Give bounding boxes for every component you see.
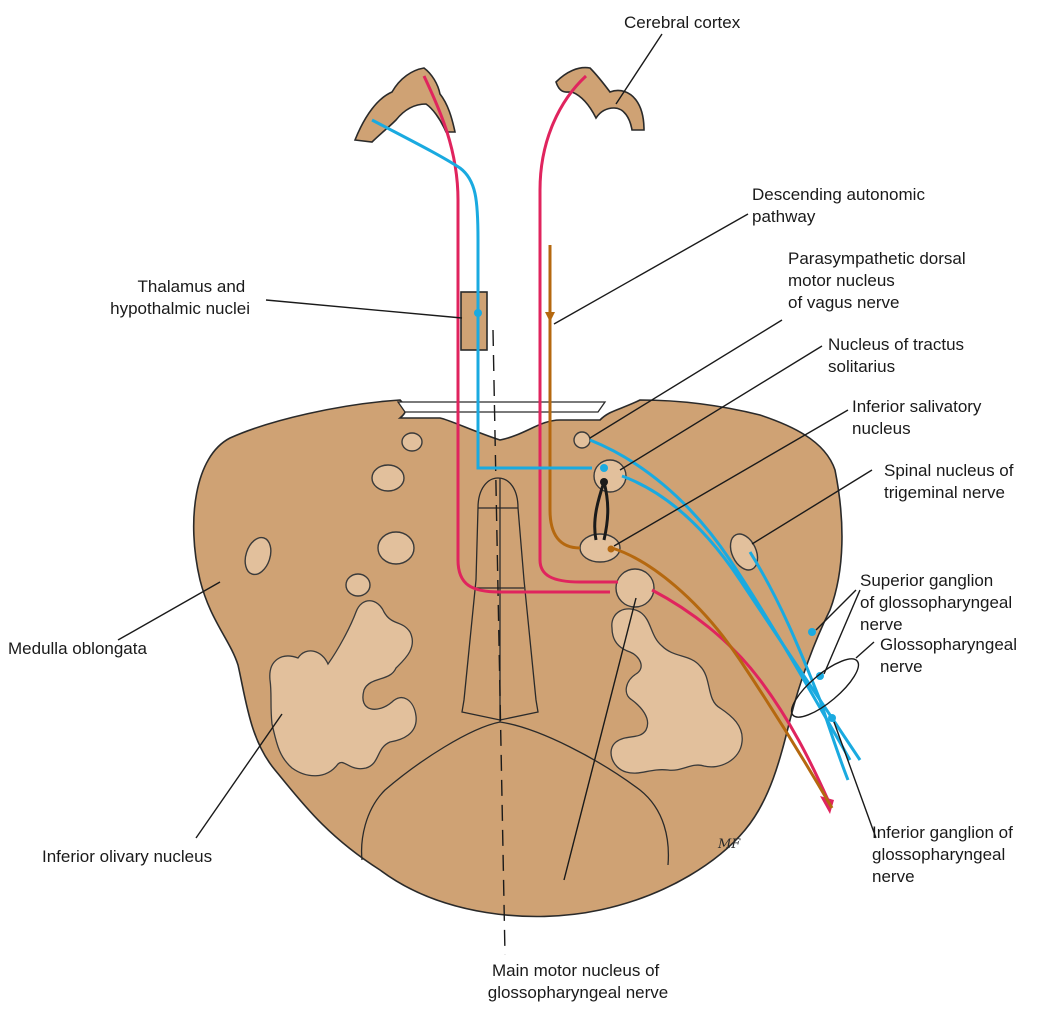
leader-cerebral-cortex (616, 34, 662, 104)
autonomic-arrow (545, 312, 555, 322)
superior-ganglion-dot-1 (808, 628, 816, 636)
label-spinal-trigeminal: Spinal nucleus of trigeminal nerve (884, 461, 1018, 502)
label-superior-ganglion: Superior ganglion of glossopharyngeal ne… (860, 571, 1017, 634)
fourth-ventricle (398, 402, 605, 412)
label-thalamus: Thalamus and hypothalmic nuclei (110, 277, 250, 318)
cortex-right (556, 68, 644, 130)
label-tractus-solitarius: Nucleus of tractus solitarius (828, 335, 969, 376)
label-main-motor: Main motor nucleus of glossopharyngeal n… (488, 961, 669, 1002)
tractus-solitarius-nucleus (594, 460, 626, 492)
leader-descending-autonomic (554, 214, 748, 324)
label-inferior-olivary: Inferior olivary nucleus (42, 847, 212, 866)
nucleus-left-2 (372, 465, 404, 491)
inferior-ganglion-dot (828, 714, 836, 722)
leader-thalamus (266, 300, 462, 318)
label-parasympathetic: Parasympathetic dorsal motor nucleus of … (788, 249, 970, 312)
label-inferior-salivatory: Inferior salivatory nucleus (852, 397, 986, 438)
label-cerebral-cortex: Cerebral cortex (624, 13, 741, 32)
thalamus-synapse (474, 309, 482, 317)
nucleus-left-1 (402, 433, 422, 451)
label-inferior-ganglion: Inferior ganglion of glossopharyngeal ne… (872, 823, 1018, 886)
interneuron-soma (600, 478, 608, 486)
leader-medulla (118, 582, 220, 640)
leader-glossopharyngeal (856, 642, 874, 658)
label-medulla: Medulla oblongata (8, 639, 147, 658)
thalamus-box (461, 292, 487, 350)
leader-inferior-ganglion (834, 722, 876, 838)
nucleus-left-3 (378, 532, 414, 564)
dorsal-motor-nucleus (574, 432, 590, 448)
salivatory-synapse (608, 546, 615, 553)
solitarius-synapse (600, 464, 608, 472)
label-glossopharyngeal-nerve: Glossopharyngeal nerve (880, 635, 1022, 676)
cortex-left (355, 68, 455, 142)
nucleus-left-4 (346, 574, 370, 596)
signature: MF (717, 837, 741, 852)
leader-olivary (196, 714, 282, 838)
label-descending-autonomic: Descending autonomic pathway (752, 185, 930, 226)
